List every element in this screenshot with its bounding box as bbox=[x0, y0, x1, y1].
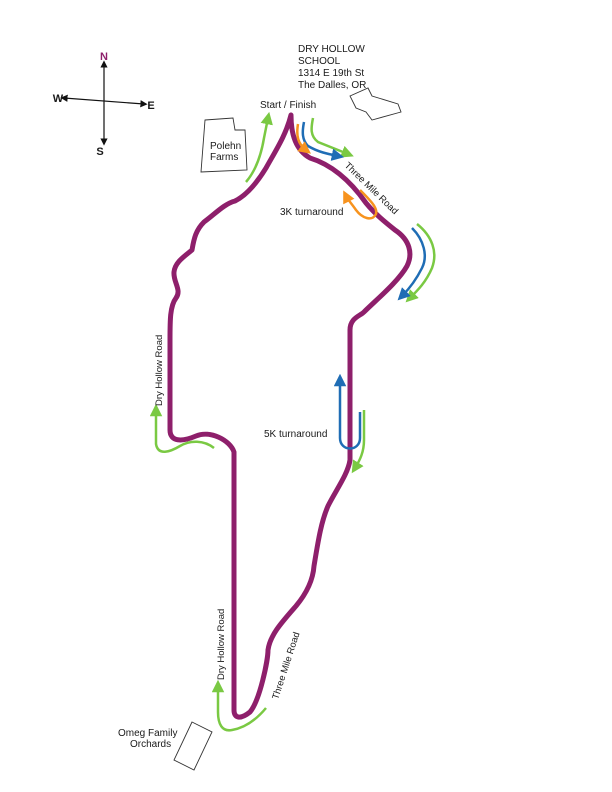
compass-south-label: S bbox=[96, 146, 103, 158]
start-finish-label: Start / Finish bbox=[260, 100, 316, 111]
orchard-label-line1: Omeg Family bbox=[118, 728, 177, 739]
blue-arrow-three-mile-icon bbox=[397, 227, 426, 301]
compass-west-label: W bbox=[53, 93, 64, 105]
school-label: DRY HOLLOW SCHOOL 1314 E 19th St The Dal… bbox=[298, 44, 366, 91]
5k-turnaround-label: 5K turnaround bbox=[264, 429, 327, 440]
school-label-line1: DRY HOLLOW bbox=[298, 44, 365, 55]
compass-east-label: E bbox=[147, 100, 154, 112]
green-arrow-three-mile-icon bbox=[405, 223, 436, 303]
farm-label-line2: Farms bbox=[210, 152, 238, 163]
dry-hollow-road-label-upper: Dry Hollow Road bbox=[154, 335, 165, 406]
orange-arrow-exit-icon bbox=[296, 123, 311, 154]
school-building-icon bbox=[349, 87, 402, 121]
farm-building-icon bbox=[200, 117, 248, 173]
three-mile-road-label-bottom: Three Mile Road bbox=[270, 631, 302, 701]
blue-arrow-5k-turnaround-icon bbox=[333, 373, 362, 450]
3k-turnaround-label: 3K turnaround bbox=[280, 207, 343, 218]
compass-ew-axis-icon bbox=[60, 94, 148, 108]
dry-hollow-road-label-lower: Dry Hollow Road bbox=[216, 609, 227, 680]
school-label-line4: The Dalles, OR bbox=[298, 80, 366, 91]
green-arrow-5k-icon bbox=[351, 410, 366, 474]
compass-rose: N S E W bbox=[53, 51, 155, 158]
orange-arrow-3k-turnaround-icon bbox=[343, 189, 378, 220]
orchard-building-icon bbox=[173, 721, 213, 771]
course-route bbox=[167, 112, 413, 720]
green-arrow-dry-hollow-lower-icon bbox=[211, 679, 267, 732]
school-label-line2: SCHOOL bbox=[298, 56, 341, 67]
farm-label-line1: Polehn bbox=[210, 141, 241, 152]
green-arrow-exit-icon bbox=[310, 117, 354, 158]
green-arrow-dry-hollow-upper-icon bbox=[149, 403, 215, 453]
blue-arrow-exit-icon bbox=[301, 121, 345, 161]
green-arrow-start-icon bbox=[245, 111, 273, 183]
school-label-line3: 1314 E 19th St bbox=[298, 68, 364, 79]
compass-north-label: N bbox=[100, 51, 108, 63]
orchard-label-line2: Orchards bbox=[130, 739, 171, 750]
